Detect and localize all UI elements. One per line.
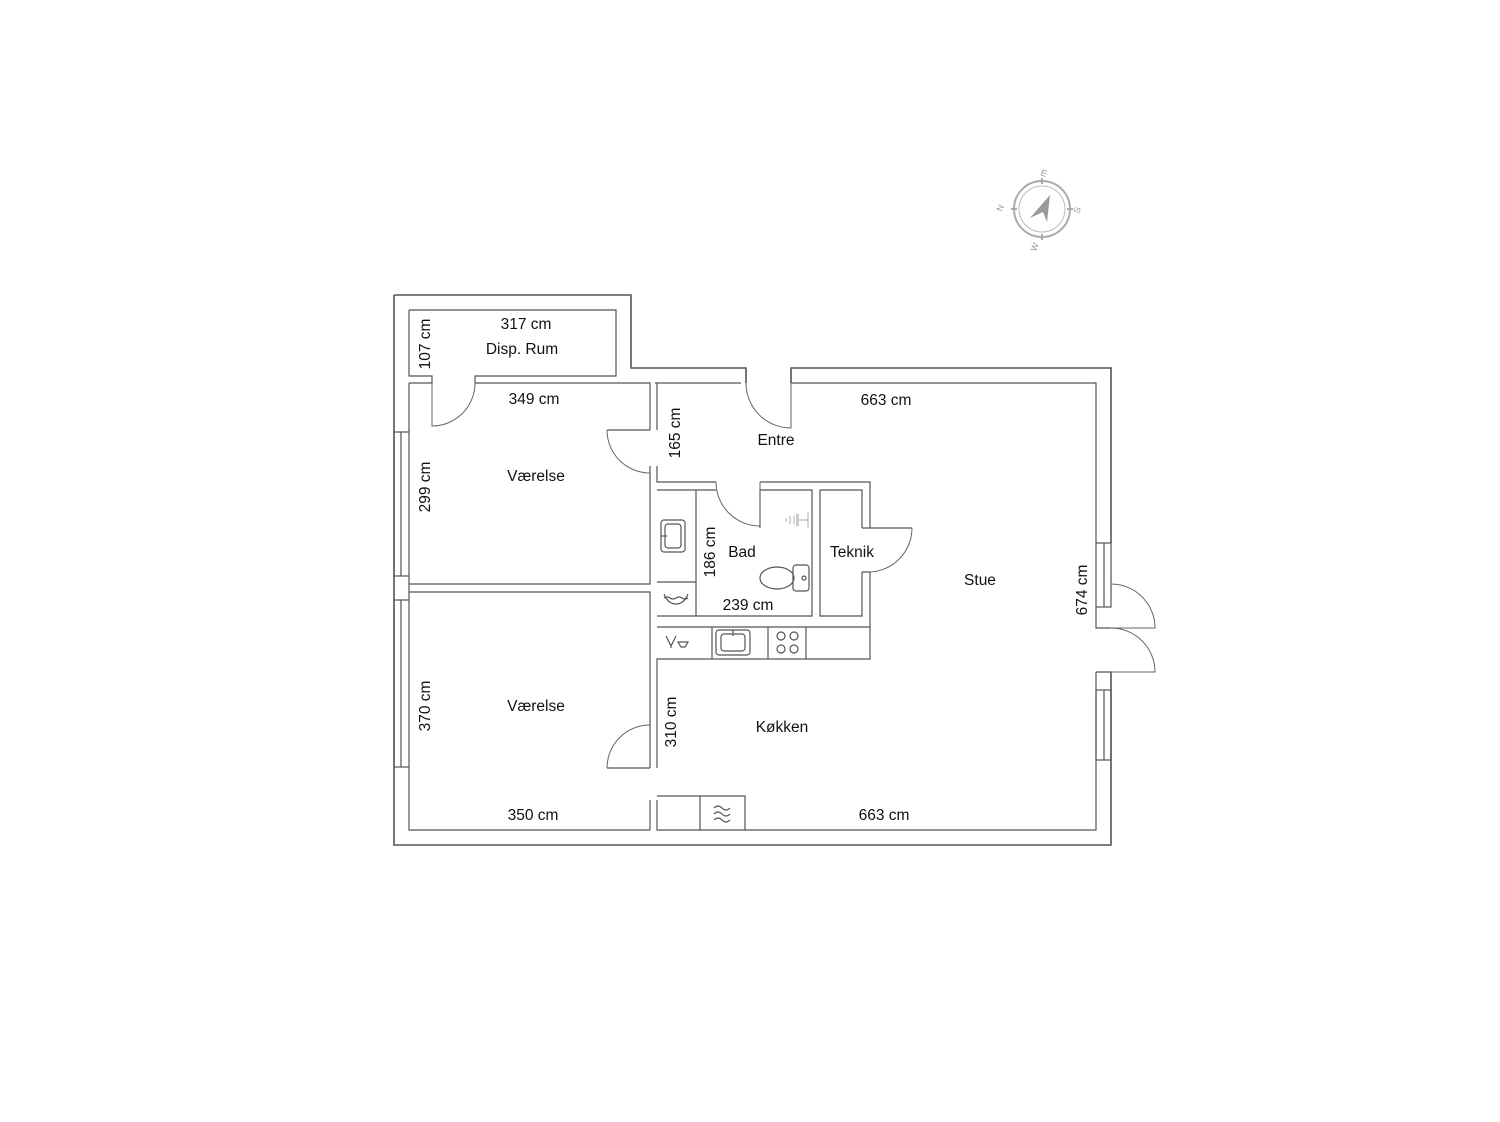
dim-disp-height: 107 cm bbox=[417, 319, 434, 370]
room-label-kokken: Køkken bbox=[756, 719, 809, 736]
dim-stue-top-width: 663 cm bbox=[861, 392, 912, 409]
door-stue-terrace[interactable] bbox=[1110, 583, 1156, 629]
compass-inner-ring bbox=[1018, 185, 1066, 233]
wall-outer bbox=[393, 295, 1112, 846]
room-labels: Disp. Rum Værelse Værelse Entre Bad Tekn… bbox=[486, 341, 996, 736]
dim-vaerelse-top-width: 349 cm bbox=[509, 391, 560, 408]
door-disp-rum[interactable] bbox=[431, 382, 476, 427]
dim-vaerelse-bottom-height: 370 cm bbox=[417, 681, 434, 732]
dim-vaerelse-top-height: 299 cm bbox=[417, 462, 434, 513]
room-label-disp-rum: Disp. Rum bbox=[486, 341, 558, 358]
heater-icon bbox=[713, 805, 731, 823]
door-stue-terrace-arc[interactable] bbox=[1110, 627, 1156, 673]
dim-bad-height: 186 cm bbox=[702, 527, 719, 578]
wall-outer bbox=[790, 367, 1112, 543]
wall-outer bbox=[394, 294, 747, 383]
room-label-vaerelse-bottom: Værelse bbox=[507, 698, 565, 715]
compass: N E S W bbox=[994, 167, 1082, 252]
wall-core bbox=[656, 383, 871, 831]
wall-kitchen-counter bbox=[657, 581, 870, 830]
interior-walls bbox=[409, 382, 912, 831]
kitchen-sink-icon bbox=[715, 629, 751, 656]
door-vaerelse-bottom[interactable] bbox=[606, 724, 651, 769]
windows bbox=[393, 431, 1112, 768]
door-vaerelse-top[interactable] bbox=[606, 429, 651, 474]
dishwasher-icon bbox=[665, 635, 690, 648]
wall-door-stub bbox=[607, 429, 912, 769]
compass-s: S bbox=[1071, 206, 1082, 215]
dim-kokken-bottom-width: 663 cm bbox=[859, 807, 910, 824]
dim-disp-width: 317 cm bbox=[501, 316, 552, 333]
dim-kokken-height: 310 cm bbox=[663, 697, 680, 748]
wall-vaerelse-bottom bbox=[409, 591, 651, 830]
dim-vaerelse-bottom-width: 350 cm bbox=[508, 807, 559, 824]
wall-inner bbox=[408, 310, 433, 383]
doors bbox=[431, 382, 1156, 769]
wall-inner bbox=[408, 383, 650, 831]
washing-machine-icon bbox=[663, 593, 689, 605]
wall-inner bbox=[655, 382, 1097, 543]
door-bad[interactable] bbox=[715, 481, 761, 527]
compass-w: W bbox=[1028, 241, 1040, 253]
compass-arrow-icon bbox=[1030, 195, 1050, 222]
door-teknik[interactable] bbox=[867, 527, 913, 573]
dim-stue-height: 674 cm bbox=[1074, 565, 1091, 616]
wall-vaerelse-top bbox=[409, 382, 651, 585]
wall-inner bbox=[409, 309, 617, 383]
toilet-icon bbox=[759, 564, 810, 592]
dimension-labels: 317 cm 107 cm 349 cm 299 cm 165 cm 663 c… bbox=[417, 316, 1091, 824]
compass-e: E bbox=[1039, 167, 1048, 178]
room-label-teknik: Teknik bbox=[830, 544, 874, 561]
outer-walls bbox=[393, 294, 1112, 846]
door-entrance[interactable] bbox=[745, 382, 792, 429]
room-label-entre: Entre bbox=[757, 432, 794, 449]
compass-n: N bbox=[994, 203, 1006, 213]
room-label-vaerelse-top: Værelse bbox=[507, 468, 565, 485]
bad-sink bbox=[660, 519, 686, 553]
dim-bad-width: 239 cm bbox=[723, 597, 774, 614]
fixtures bbox=[660, 512, 810, 823]
wall-bad bbox=[657, 489, 813, 617]
wall-teknik bbox=[819, 489, 863, 617]
stove-icon bbox=[776, 631, 799, 654]
room-label-stue: Stue bbox=[964, 572, 996, 589]
room-label-bad: Bad bbox=[728, 544, 756, 561]
dim-entre-height: 165 cm bbox=[667, 408, 684, 459]
shower-icon bbox=[785, 512, 809, 528]
